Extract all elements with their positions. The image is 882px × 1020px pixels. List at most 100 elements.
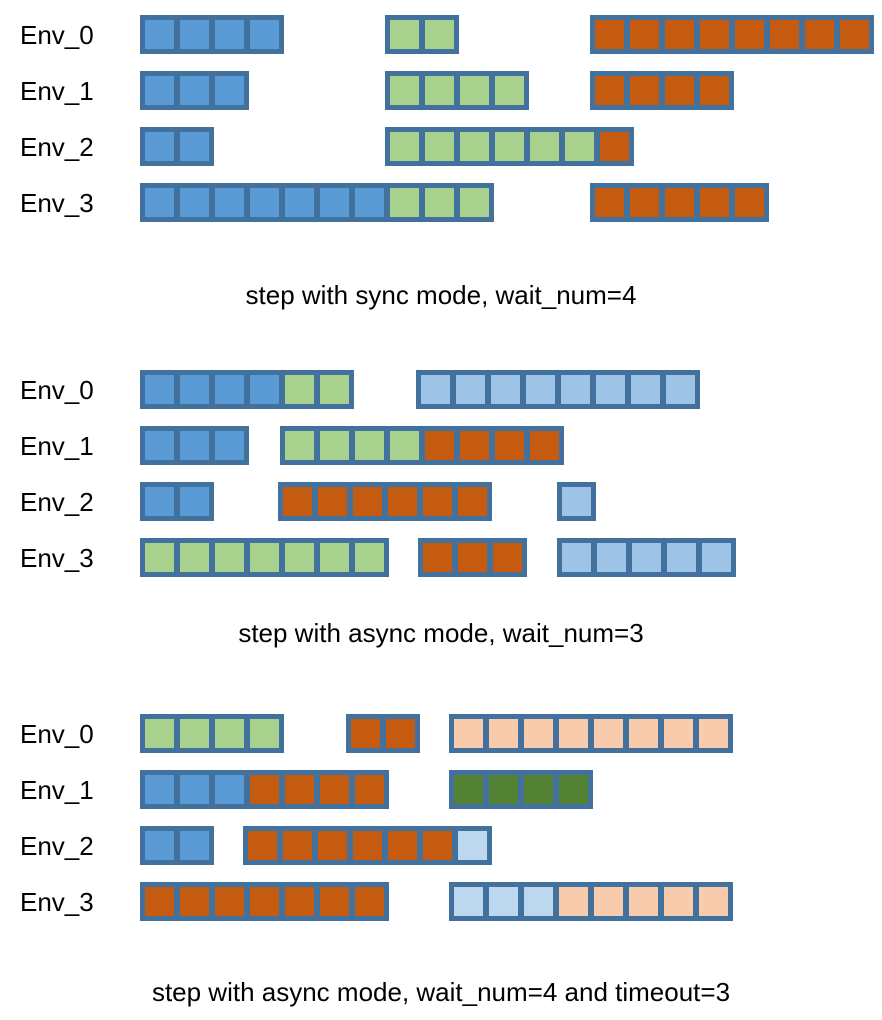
env-row: Env_0 [0,15,882,55]
step-cell-orange [423,487,452,516]
step-cell-light-blue [456,375,485,404]
step-cell-blue [215,188,244,217]
step-cell-green [320,431,349,460]
step-cell-orange [735,20,764,49]
step-cell-orange [388,831,417,860]
step-cell-blue [215,76,244,105]
step-cell-green [425,188,454,217]
step-cell-orange [320,775,349,804]
step-block-group [140,71,249,110]
step-cell-orange [665,76,694,105]
step-cell-blue [180,188,209,217]
step-cell-light-blue [561,375,590,404]
env-row: Env_3 [0,538,882,578]
step-cell-orange [283,487,312,516]
step-block-group [385,15,459,54]
step-cell-dark-green [489,775,518,804]
step-block-group [385,127,634,166]
step-cell-green [355,431,384,460]
step-block-group [140,370,354,409]
step-block-group [243,826,492,865]
panel-caption: step with sync mode, wait_num=4 [245,280,637,310]
step-cell-blue [250,375,279,404]
step-cell-orange [285,775,314,804]
step-cell-orange [630,188,659,217]
step-cell-blue [180,76,209,105]
step-cell-orange [595,20,624,49]
step-cell-peach [629,887,658,916]
step-cell-light-blue [562,487,591,516]
step-cell-orange [250,887,279,916]
step-cell-green [565,132,594,161]
step-cell-peach [559,719,588,748]
step-cell-blue [180,20,209,49]
step-cell-green [390,20,419,49]
step-cell-peach [454,719,483,748]
step-cell-orange [320,887,349,916]
step-cell-green [250,543,279,572]
step-cell-orange [840,20,869,49]
step-block-group [140,770,389,809]
step-cell-peach [594,719,623,748]
step-cell-orange [248,831,277,860]
panel-caption: step with async mode, wait_num=4 and tim… [151,977,731,1007]
step-cell-dark-green [524,775,553,804]
step-block-group [140,714,284,753]
step-cell-orange [770,20,799,49]
step-cell-orange [460,431,489,460]
step-block-group [140,826,214,865]
step-cell-orange [458,487,487,516]
step-cell-green [285,431,314,460]
step-cell-blue [145,831,174,860]
step-cell-orange [351,719,380,748]
step-cell-orange [805,20,834,49]
step-cell-blue [250,188,279,217]
env-row: Env_1 [0,71,882,111]
step-cell-orange [665,188,694,217]
step-block-group [280,426,564,465]
step-cell-orange [318,831,347,860]
step-cell-orange [700,20,729,49]
step-cell-blue [145,132,174,161]
step-cell-green [145,719,174,748]
step-cell-green [320,543,349,572]
step-cell-light-blue [597,543,626,572]
step-cell-green [425,76,454,105]
env-label: Env_2 [20,487,94,517]
env-label: Env_2 [20,132,94,162]
step-cell-blue [145,20,174,49]
step-cell-blue [180,831,209,860]
step-cell-green [320,375,349,404]
step-block-group [449,882,733,921]
step-cell-blue [145,431,174,460]
step-cell-orange [180,887,209,916]
env-label: Env_0 [20,719,94,749]
step-block-group [557,538,736,577]
step-cell-orange [600,132,629,161]
step-cell-light-blue [526,375,555,404]
step-cell-orange [425,431,454,460]
step-cell-light-blue [421,375,450,404]
env-label: Env_1 [20,76,94,106]
step-cell-green [215,543,244,572]
step-cell-orange [458,543,487,572]
step-block-group [140,127,214,166]
step-cell-blue [215,775,244,804]
step-cell-blue [250,20,279,49]
step-block-group [140,482,214,521]
step-block-group [140,15,284,54]
step-cell-blue [145,375,174,404]
env-row: Env_1 [0,426,882,466]
step-cell-light-blue [596,375,625,404]
env-label: Env_0 [20,20,94,50]
step-cell-blue [215,20,244,49]
env-label: Env_2 [20,831,94,861]
step-cell-green [250,719,279,748]
step-cell-green [215,719,244,748]
step-cell-green [425,132,454,161]
env-label: Env_3 [20,188,94,218]
step-cell-orange [700,188,729,217]
env-row: Env_0 [0,714,882,754]
step-cell-orange [630,76,659,105]
